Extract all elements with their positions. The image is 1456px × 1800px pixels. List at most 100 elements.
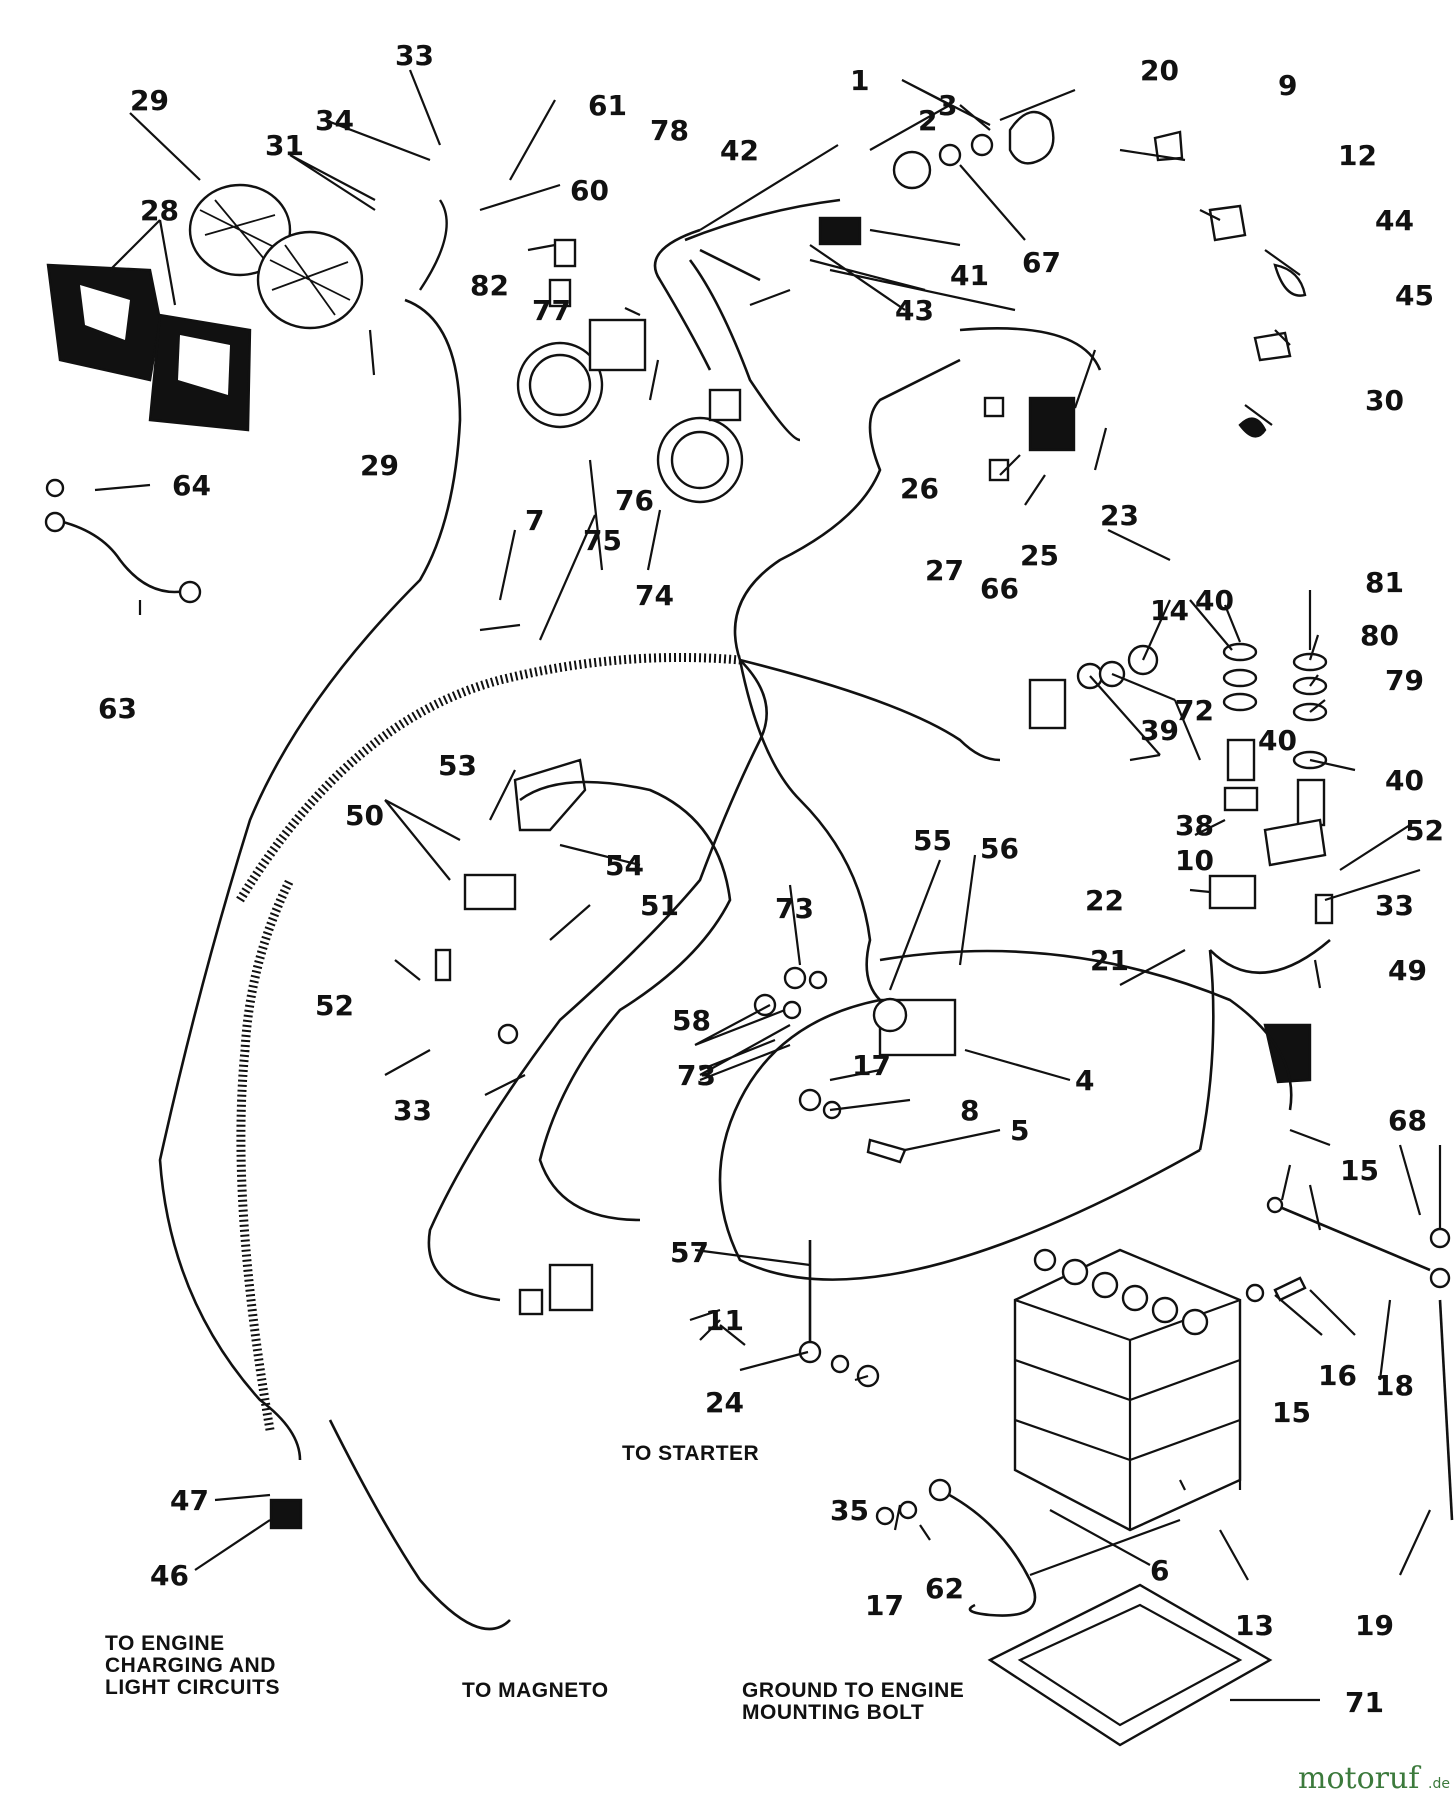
callout-22: 22: [1085, 884, 1124, 917]
callout-28: 28: [140, 194, 179, 227]
callout-29b: 29: [360, 449, 399, 482]
callout-76: 76: [615, 484, 654, 517]
callout-42: 42: [720, 134, 759, 167]
callout-7: 7: [525, 504, 544, 537]
callout-75: 75: [583, 524, 622, 557]
callout-14: 14: [1150, 594, 1189, 627]
callout-30: 30: [1365, 384, 1404, 417]
callout-81: 81: [1365, 566, 1404, 599]
callout-50: 50: [345, 799, 384, 832]
callout-33a: 33: [395, 39, 434, 72]
callout-57: 57: [670, 1236, 709, 1269]
callout-74: 74: [635, 579, 674, 612]
callout-19: 19: [1355, 1609, 1394, 1642]
callout-25: 25: [1020, 539, 1059, 572]
caption-magneto: TO MAGNETO: [462, 1679, 609, 1702]
ground-cables: [44, 478, 1037, 1617]
callout-numbers: 1 2 3 4 5 6 7 8 9 10 11 12 13 14 15 15 1…: [98, 39, 1444, 1719]
callout-78: 78: [650, 114, 689, 147]
gauges: [516, 318, 744, 504]
caption-engine-charging-3: LIGHT CIRCUITS: [105, 1676, 280, 1699]
caption-ground-2: MOUNTING BOLT: [742, 1701, 924, 1724]
callout-67: 67: [1022, 246, 1061, 279]
battery: [1013, 1248, 1242, 1532]
headlights: [188, 183, 448, 330]
callout-1: 1: [850, 64, 869, 97]
callout-77: 77: [532, 294, 571, 327]
relays-and-fuses: [983, 396, 1159, 730]
callout-40a: 40: [1195, 584, 1234, 617]
callout-12: 12: [1338, 139, 1377, 172]
callout-60: 60: [570, 174, 609, 207]
callout-33c: 33: [393, 1094, 432, 1127]
switch-stack: [1208, 642, 1328, 910]
callout-51: 51: [640, 889, 679, 922]
watermark-brand: motoruf: [1298, 1761, 1421, 1796]
callout-17b: 17: [865, 1589, 904, 1622]
headlight-shrouds: [46, 263, 252, 432]
callout-15a: 15: [1340, 1154, 1379, 1187]
callout-33b: 33: [1375, 889, 1414, 922]
callout-11: 11: [705, 1304, 744, 1337]
callout-79: 79: [1385, 664, 1424, 697]
watermark-logo: motoruf .de: [1298, 1761, 1450, 1796]
connectors-left: [269, 758, 594, 1530]
callout-53: 53: [438, 749, 477, 782]
callout-41: 41: [950, 259, 989, 292]
callout-17a: 17: [852, 1049, 891, 1082]
caption-ground-1: GROUND TO ENGINE: [742, 1679, 964, 1702]
leader-lines: [94, 69, 1442, 1702]
callout-2: 2: [918, 104, 937, 137]
callout-73a: 73: [775, 892, 814, 925]
callout-82: 82: [470, 269, 509, 302]
battery-hold-down: [1245, 1196, 1454, 1521]
callout-66: 66: [980, 572, 1019, 605]
caption-engine-charging-2: CHARGING AND: [105, 1654, 276, 1677]
callout-43: 43: [895, 294, 934, 327]
callout-80: 80: [1360, 619, 1399, 652]
callout-5: 5: [1010, 1114, 1029, 1147]
callout-52a: 52: [315, 989, 354, 1022]
solenoid-and-hardware: [753, 893, 1334, 1164]
callout-13: 13: [1235, 1609, 1274, 1642]
callout-31: 31: [265, 129, 304, 162]
callout-15b: 15: [1272, 1396, 1311, 1429]
callout-56: 56: [980, 832, 1019, 865]
callout-10: 10: [1175, 844, 1214, 877]
callout-20: 20: [1140, 54, 1179, 87]
callout-24: 24: [705, 1386, 744, 1419]
callout-72: 72: [1175, 694, 1214, 727]
callout-44: 44: [1375, 204, 1414, 237]
callout-29a: 29: [130, 84, 169, 117]
harness-connectors-top: [548, 110, 1307, 438]
watermark-suffix: .de: [1428, 1776, 1450, 1792]
callout-49: 49: [1388, 954, 1427, 987]
callout-39: 39: [1140, 714, 1179, 747]
callout-18: 18: [1375, 1369, 1414, 1402]
callout-68: 68: [1388, 1104, 1427, 1137]
callout-58: 58: [672, 1004, 711, 1037]
callout-4: 4: [1075, 1064, 1094, 1097]
captions: TO ENGINE CHARGING AND LIGHT CIRCUITS TO…: [105, 1442, 964, 1724]
callout-71: 71: [1345, 1686, 1384, 1719]
callout-35: 35: [830, 1494, 869, 1527]
callout-47: 47: [170, 1484, 209, 1517]
callout-61: 61: [588, 89, 627, 122]
callout-3: 3: [938, 89, 957, 122]
callout-46: 46: [150, 1559, 189, 1592]
callout-55: 55: [913, 824, 952, 857]
caption-engine-charging-1: TO ENGINE: [105, 1632, 225, 1655]
callout-54: 54: [605, 849, 644, 882]
callout-16: 16: [1318, 1359, 1357, 1392]
callout-6: 6: [1150, 1554, 1169, 1587]
callout-45: 45: [1395, 279, 1434, 312]
callout-62: 62: [925, 1572, 964, 1605]
callout-38: 38: [1175, 809, 1214, 842]
callout-40c: 40: [1385, 764, 1424, 797]
callout-73b: 73: [677, 1059, 716, 1092]
callout-23: 23: [1100, 499, 1139, 532]
callout-26: 26: [900, 472, 939, 505]
callout-63: 63: [98, 692, 137, 725]
callout-34: 34: [315, 104, 354, 137]
